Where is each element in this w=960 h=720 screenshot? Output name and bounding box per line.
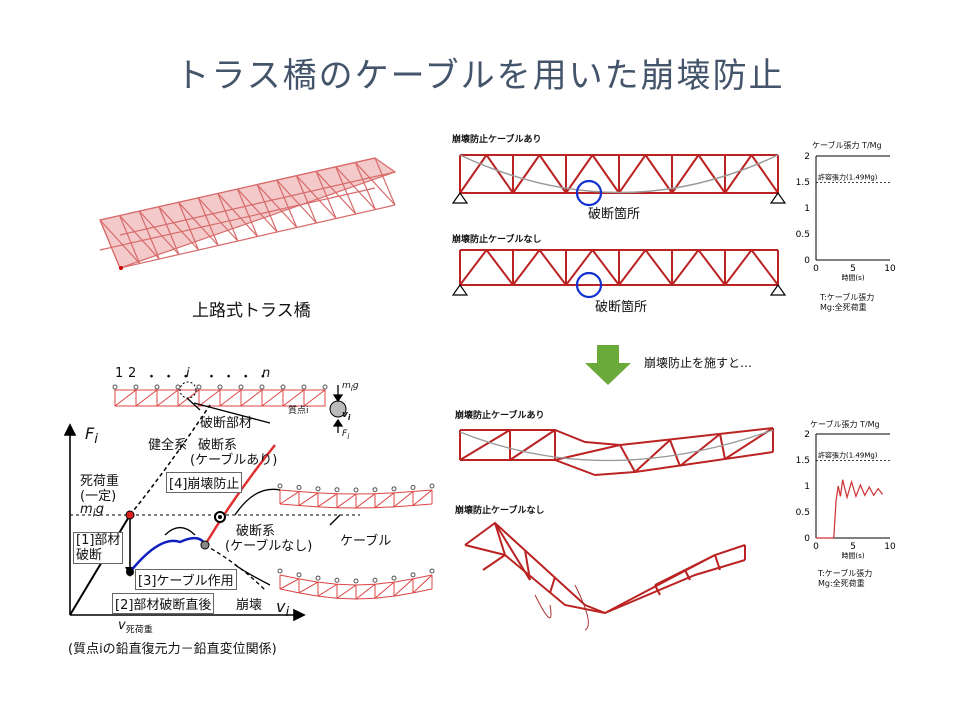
bridge-caption: 上路式トラス橋 [192, 301, 311, 321]
node-label-n: n [262, 366, 271, 381]
chart-x-label: 時間(s) [841, 274, 864, 282]
disp-label: vi [342, 410, 351, 422]
fracture-system-cable-label: 破断系 [198, 438, 238, 453]
node-label-2: 2 [128, 366, 137, 381]
y-axis-label: Fi [85, 424, 98, 448]
step1-line2: 破断 [76, 548, 103, 563]
step4-box: [4]崩壊防止 [166, 472, 243, 493]
x-axis-label: vi [276, 597, 290, 621]
chart-x-tick: 0 [813, 264, 819, 274]
chart-y-tick: 2 [804, 430, 810, 440]
top-chart-note-1: T:ケーブル張力 [820, 293, 875, 302]
chart-y-tick: 0.5 [796, 508, 810, 518]
bottom-without-cable-label: 崩壊防止ケーブルなし [455, 506, 545, 516]
step2-box: [2]部材破断直後 [112, 593, 215, 614]
chart-x-tick: 10 [884, 542, 896, 552]
dead-load-label-2: (一定) [80, 489, 117, 504]
down-arrow [585, 345, 631, 385]
mass-point-label: 質点i [288, 406, 309, 416]
top-truss-with-cable [451, 154, 787, 207]
fracture-system-cable-label-2: (ケーブルあり) [190, 453, 278, 468]
chart-x-tick: 5 [850, 542, 856, 552]
node-dots-1: ・ ・ ・ [145, 370, 193, 385]
top-chart: 2 1.5 1 0.5 00 5 10 時間(s) 許容張力(1.49Mg) [796, 152, 896, 282]
bottom-with-cable-label: 崩壊防止ケーブルあり [455, 411, 545, 421]
healthy-system-label: 健全系 [148, 438, 188, 453]
bottom-truss-without-cable [464, 521, 746, 631]
force-displacement-diagram [63, 381, 435, 622]
dead-load-value: mig [80, 502, 104, 520]
dead-load-label: 死荷重 [80, 474, 120, 489]
chart-allowable-label: 許容張力(1.49Mg) [818, 173, 878, 182]
truss-bridge-3d-image [99, 157, 397, 270]
arrow-caption: 崩壊防止を施すと… [644, 356, 753, 370]
chart-y-tick: 0.5 [796, 230, 810, 240]
chart-y-tick: 1 [804, 482, 810, 492]
chart-y-tick: 0 [804, 534, 810, 544]
top-chart-title: ケーブル張力 T/Mg [812, 141, 882, 150]
force-label: Fi [342, 429, 350, 441]
chart-allowable-label: 許容張力(1.49Mg) [818, 451, 878, 460]
chart-x-tick: 0 [813, 542, 819, 552]
node-dots-2: ・ ・ ・ ・ [205, 370, 270, 385]
chart-y-tick: 1.5 [796, 178, 810, 188]
bottom-chart-note-2: Mg:全死荷重 [818, 579, 865, 588]
top-without-cable-label: 崩壊防止ケーブルなし [452, 235, 542, 245]
cable-label: ケーブル [340, 534, 392, 549]
bottom-chart: 2 1.5 1 0.5 00 5 10 時間(s) 許容張力(1.49Mg) [796, 430, 896, 560]
step1-box: [1]部材破断 [73, 532, 124, 564]
chart-y-tick: 0 [804, 256, 810, 266]
chart-y-tick: 1.5 [796, 456, 810, 466]
collapse-label: 崩壊 [236, 598, 263, 613]
step3-box: [3]ケーブル作用 [135, 569, 237, 590]
top-break-label-1: 破断箇所 [588, 207, 641, 222]
chart-x-tick: 5 [850, 264, 856, 274]
fracture-system-nocable-label: 破断系 [236, 524, 276, 539]
top-break-label-2: 破断箇所 [595, 300, 648, 315]
chart-x-tick: 10 [884, 264, 896, 274]
top-truss-without-cable [451, 249, 787, 299]
bottom-chart-note-1: T:ケーブル張力 [818, 569, 873, 578]
chart-tension-series [816, 479, 884, 539]
diagram-caption: (質点iの鉛直復元力－鉛直変位関係) [68, 642, 277, 657]
node-label-1: 1 [115, 366, 124, 381]
chart-y-tick: 1 [804, 204, 810, 214]
chart-y-tick: 2 [804, 152, 810, 162]
load-label: mig [342, 381, 359, 393]
chart-x-label: 時間(s) [841, 552, 864, 560]
v-dead-label: v死荷重 [118, 618, 153, 636]
node-label-i: i [186, 366, 190, 381]
top-with-cable-label: 崩壊防止ケーブルあり [452, 135, 542, 145]
broken-member-label: 破断部材 [200, 416, 253, 431]
bottom-truss-with-cable [459, 427, 774, 477]
slide-title: トラス橋のケーブルを用いた崩壊防止 [175, 56, 785, 96]
bottom-chart-title: ケーブル張力 T/Mg [810, 420, 880, 429]
top-chart-note-2: Mg:全死荷重 [820, 303, 867, 312]
step1-line1: [1]部材 [76, 533, 121, 548]
fracture-system-nocable-label-2: (ケーブルなし) [225, 539, 313, 554]
